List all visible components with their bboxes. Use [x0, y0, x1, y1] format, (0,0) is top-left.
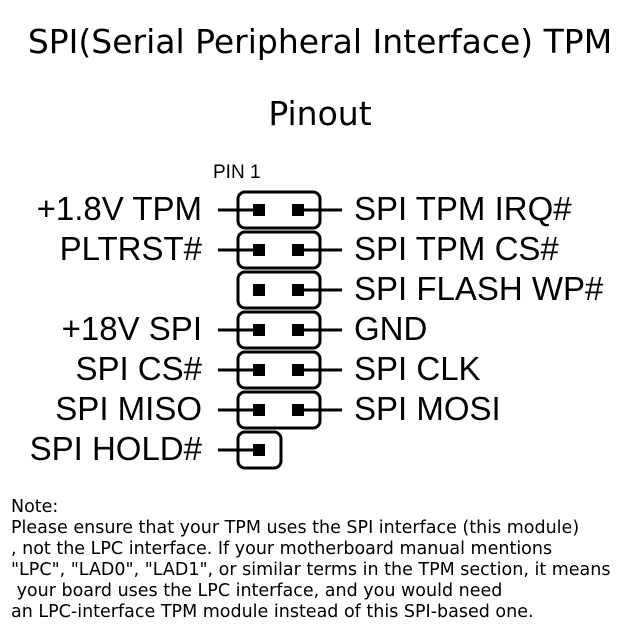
left-pin-label: +1.8V TPM — [36, 190, 202, 227]
note-line: your board uses the LPC interface, and y… — [11, 581, 503, 601]
pin-square — [253, 284, 265, 296]
left-pin-label: +18V SPI — [61, 310, 202, 347]
diagram-title: SPI(Serial Peripheral Interface) TPM — [27, 22, 613, 61]
note-block: Note: Please ensure that your TPM uses t… — [11, 497, 636, 623]
right-pin-label: SPI CLK — [354, 350, 481, 387]
left-pin-label: PLTRST# — [59, 230, 202, 267]
left-pin-label: SPI MISO — [55, 390, 202, 427]
right-pin-label: SPI FLASH WP# — [354, 270, 604, 307]
note-line: "LPC", "LAD0", "LAD1", or similar terms … — [11, 560, 611, 580]
right-pin-label: SPI MOSI — [354, 390, 501, 427]
left-pin-label: SPI HOLD# — [29, 430, 202, 467]
pin1-label: PIN 1 — [213, 162, 261, 183]
diagram-subtitle: Pinout — [268, 94, 372, 133]
left-pin-label: SPI CS# — [75, 350, 202, 387]
note-line: Please ensure that your TPM uses the SPI… — [11, 518, 580, 538]
note-line: , not the LPC interface. If your motherb… — [11, 539, 553, 559]
note-heading: Note: — [11, 497, 59, 517]
note-line: an LPC-interface TPM module instead of t… — [11, 602, 534, 622]
right-pin-label: GND — [354, 310, 428, 347]
right-pin-label: SPI TPM CS# — [354, 230, 559, 267]
right-pin-label: SPI TPM IRQ# — [354, 190, 572, 227]
